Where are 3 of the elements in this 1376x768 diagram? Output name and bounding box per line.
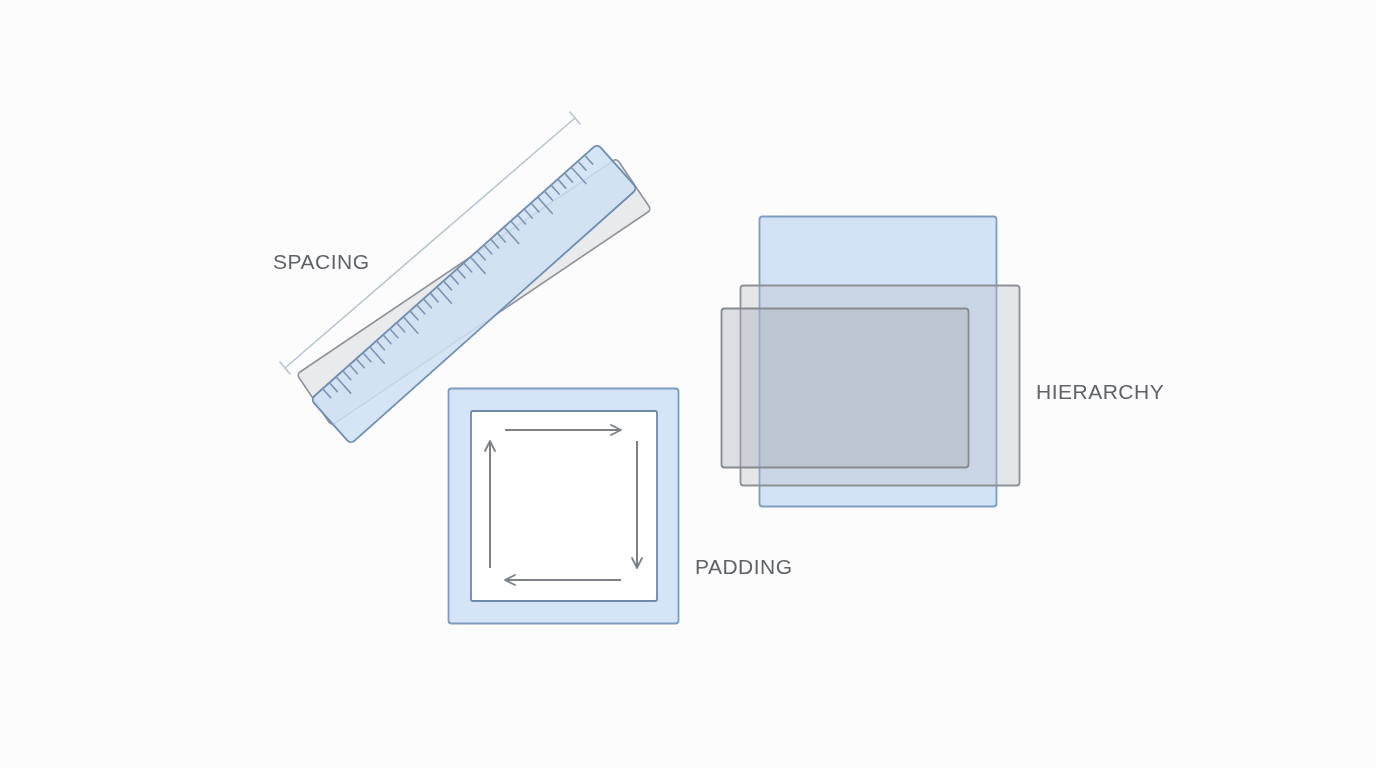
category-label: PADDING [695, 554, 793, 580]
category-label: SPACING [273, 249, 370, 275]
category-label: HIERARCHY [1036, 379, 1165, 405]
